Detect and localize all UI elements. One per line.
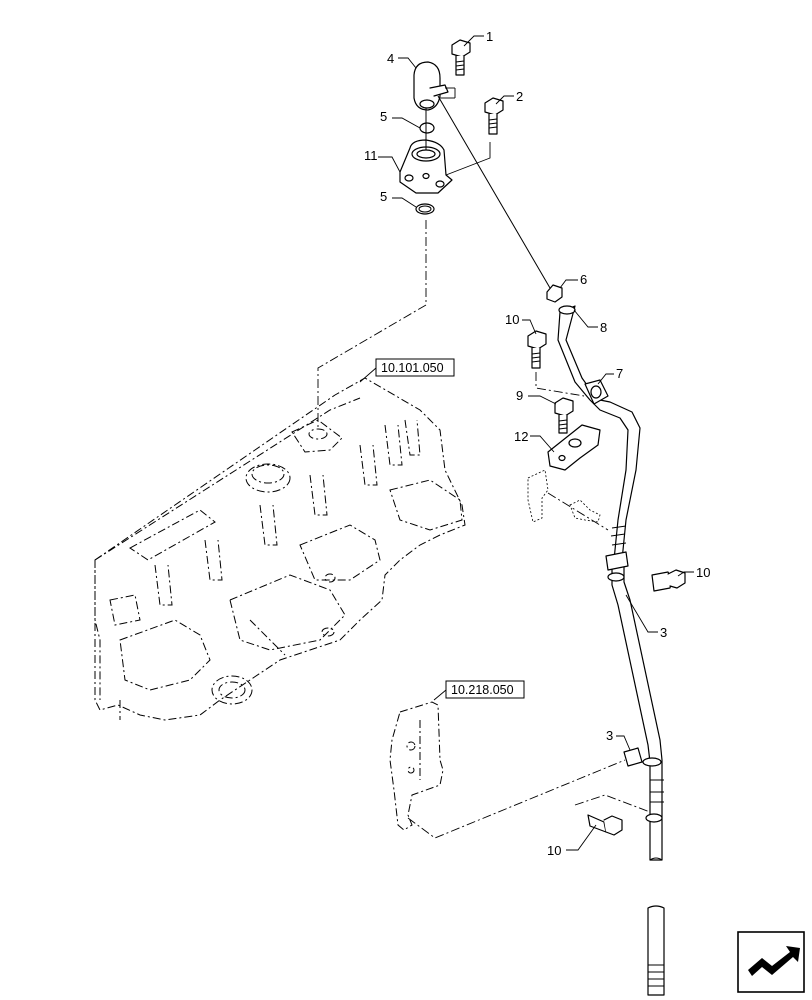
engine-block-reference: 10.101.050: [359, 358, 455, 383]
callout-5-lower: 5: [380, 189, 387, 204]
o-ring-lower-part-5: [415, 203, 435, 215]
engine-block-phantom: [94, 377, 466, 721]
thermostat-cover-part-4: [413, 61, 455, 111]
callout-10-middle: 10: [696, 565, 710, 580]
callout-6: 6: [580, 272, 587, 287]
fitting-connection-line: [437, 95, 551, 289]
callout-8: 8: [600, 320, 607, 335]
bolt-part-1: [451, 39, 471, 76]
bolt-part-10-upper: [527, 330, 547, 369]
callout-3-lower: 3: [606, 728, 613, 743]
callout-3-middle: 3: [660, 625, 667, 640]
clamp-part-7: [584, 379, 609, 405]
fitting-part-6: [546, 284, 563, 303]
thermostat-housing-part-11: [399, 108, 453, 194]
bracket-plate-part-12: [547, 424, 601, 471]
bolt-part-9: [554, 397, 574, 434]
callout-11: 11: [364, 148, 378, 163]
callout-5-upper: 5: [380, 109, 387, 124]
arrow-navigation-icon[interactable]: [737, 931, 805, 993]
pipe-lower-part-3: [605, 525, 665, 996]
callout-4: 4: [387, 51, 394, 66]
bolt-part-2: [484, 97, 504, 135]
callout-12: 12: [514, 429, 528, 444]
bracket-assembly-phantom: [389, 701, 444, 831]
callout-labels: 1 2 4 5 11 5 6 8 7 10 9 12 10 3 3 10: [364, 29, 710, 858]
bolt-part-10-middle: [651, 569, 686, 592]
callout-9: 9: [516, 388, 523, 403]
engine-connection-line: [317, 220, 427, 430]
bolt-10-connection-line: [535, 372, 585, 397]
callout-10-lower: 10: [547, 843, 561, 858]
callout-7: 7: [616, 366, 623, 381]
bolt-10-lower-connection-line: [574, 794, 651, 813]
mounting-bracket-phantom: [527, 469, 609, 531]
bracket-assembly-reference-label: 10.218.050: [451, 683, 514, 697]
callout-2: 2: [516, 89, 523, 104]
o-ring-upper-part-5: [419, 122, 435, 134]
bolt-part-10-lower: [587, 814, 623, 836]
callout-10-upper: 10: [505, 312, 519, 327]
callout-1: 1: [486, 29, 493, 44]
leader-lines: [378, 35, 694, 851]
engine-block-reference-label: 10.101.050: [381, 361, 444, 375]
bracket-assembly-reference: 10.218.050: [433, 680, 525, 701]
bracket-connection-line: [407, 759, 626, 839]
